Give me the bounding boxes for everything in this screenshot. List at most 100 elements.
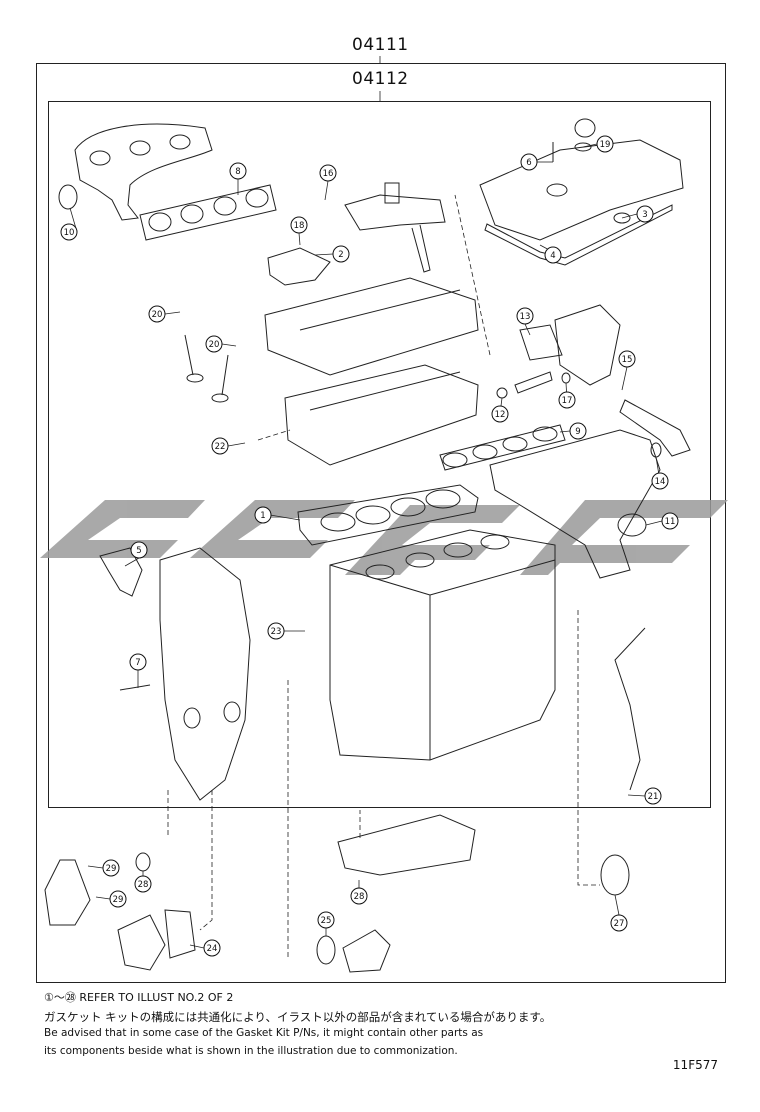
callout-7: 7 xyxy=(129,653,147,671)
svg-text:22: 22 xyxy=(215,442,226,452)
svg-text:14: 14 xyxy=(655,477,666,487)
callout-21: 21 xyxy=(644,787,662,805)
svg-text:16: 16 xyxy=(323,169,334,179)
svg-text:1: 1 xyxy=(260,511,265,521)
svg-text:19: 19 xyxy=(600,140,611,150)
cylinder-head-cover xyxy=(479,139,684,241)
svg-text:17: 17 xyxy=(562,396,573,406)
callout-19: 19 xyxy=(596,135,614,153)
callout-14: 14 xyxy=(651,472,669,490)
svg-text:28: 28 xyxy=(138,880,149,890)
inner-kit-frame xyxy=(48,101,711,808)
callout-28b: 28 xyxy=(134,875,152,893)
callout-1: 1 xyxy=(254,506,272,524)
svg-text:12: 12 xyxy=(495,410,506,420)
callout-29b: 29 xyxy=(109,890,127,908)
callout-12: 12 xyxy=(491,405,509,423)
crank-oil-seal xyxy=(600,854,630,896)
injector xyxy=(514,371,553,394)
svg-text:3: 3 xyxy=(642,210,647,220)
plug-7 xyxy=(119,684,151,691)
thermostat-housing xyxy=(342,929,391,973)
svg-text:23: 23 xyxy=(271,627,282,637)
oil-pan xyxy=(337,814,476,876)
watermark-logo xyxy=(40,500,728,575)
exhaust-manifold-gasket xyxy=(139,184,277,241)
cylinder-head-gasket xyxy=(297,484,479,546)
water-pump-gasket xyxy=(164,909,196,959)
callout-24: 24 xyxy=(203,939,221,957)
callout-25: 25 xyxy=(317,911,335,929)
svg-text:6: 6 xyxy=(526,158,531,168)
svg-text:2: 2 xyxy=(338,250,343,260)
callout-11: 11 xyxy=(661,512,679,530)
camshaft-housing xyxy=(264,277,479,376)
japanese-note: ガスケット キットの構成には共通化により、イラスト以外の部品が含まれている場合が… xyxy=(44,1010,552,1024)
egr-valve-bracket xyxy=(267,247,331,286)
svg-text:9: 9 xyxy=(575,427,580,437)
water-inlet-5 xyxy=(99,547,143,597)
callout-8: 8 xyxy=(229,162,247,180)
o-ring-17 xyxy=(561,372,571,384)
svg-text:11: 11 xyxy=(665,517,676,527)
callout-20b: 20 xyxy=(205,335,223,353)
callout-27: 27 xyxy=(610,914,628,932)
callout-28a: 28 xyxy=(350,887,368,905)
oil-filler-cap xyxy=(574,118,596,138)
svg-text:29: 29 xyxy=(113,895,124,905)
seal-ring-10 xyxy=(58,184,78,210)
pipe-15 xyxy=(619,399,691,457)
throttle-body-gasket xyxy=(519,324,563,361)
callout-15: 15 xyxy=(618,350,636,368)
intake-manifold xyxy=(489,429,661,579)
callout-23: 23 xyxy=(267,622,285,640)
callout-4: 4 xyxy=(544,246,562,264)
plug-tube-gasket xyxy=(613,212,631,224)
callout-13: 13 xyxy=(516,307,534,325)
svg-text:24: 24 xyxy=(207,944,218,954)
intake-manifold-gasket xyxy=(439,424,566,471)
svg-text:4: 4 xyxy=(550,251,555,261)
exhaust-manifold xyxy=(74,123,213,221)
svg-text:20: 20 xyxy=(209,340,220,350)
svg-text:25: 25 xyxy=(321,916,332,926)
svg-text:13: 13 xyxy=(520,312,531,322)
svg-text:15: 15 xyxy=(622,355,633,365)
callout-29a: 29 xyxy=(102,859,120,877)
oil-level-gauge xyxy=(614,627,646,791)
svg-text:7: 7 xyxy=(135,658,140,668)
svg-text:27: 27 xyxy=(614,919,625,929)
callout-3: 3 xyxy=(636,205,654,223)
egr-pipe-assembly xyxy=(344,182,446,273)
svg-text:21: 21 xyxy=(648,792,659,802)
callout-16: 16 xyxy=(319,164,337,182)
cylinder-block xyxy=(329,529,556,761)
o-ring-12 xyxy=(496,387,508,399)
svg-text:28: 28 xyxy=(354,892,365,902)
reference-note: ①～㉘ REFER TO ILLUST NO.2 OF 2 xyxy=(44,991,234,1004)
svg-text:5: 5 xyxy=(136,546,141,556)
timing-chain-cover xyxy=(159,547,251,801)
callout-18: 18 xyxy=(290,216,308,234)
callout-2: 2 xyxy=(332,245,350,263)
valves xyxy=(184,334,229,403)
illustration-id: 11F577 xyxy=(672,1058,718,1072)
svg-text:10: 10 xyxy=(64,228,75,238)
callout-20a: 20 xyxy=(148,305,166,323)
callout-17: 17 xyxy=(558,391,576,409)
callout-10: 10 xyxy=(60,223,78,241)
outer-kit-frame xyxy=(36,63,726,983)
leader-lines xyxy=(69,143,663,949)
english-note-line2: its components beside what is shown in t… xyxy=(44,1045,458,1057)
svg-text:18: 18 xyxy=(294,221,305,231)
callout-5: 5 xyxy=(130,541,148,559)
svg-text:20: 20 xyxy=(152,310,163,320)
callout-22: 22 xyxy=(211,437,229,455)
cylinder-head xyxy=(284,364,479,466)
svg-text:8: 8 xyxy=(235,167,240,177)
english-note-line1: Be advised that in some case of the Gask… xyxy=(44,1027,484,1039)
gasket-14 xyxy=(650,442,662,458)
outer-kit-code: 04111 xyxy=(352,35,409,55)
svg-text:29: 29 xyxy=(106,864,117,874)
